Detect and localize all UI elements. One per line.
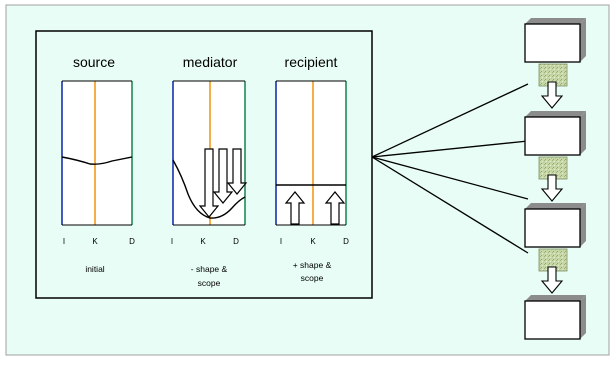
plot-box bbox=[62, 81, 132, 225]
tick-label-d: D bbox=[343, 237, 349, 246]
profile-curve bbox=[172, 159, 246, 219]
chain-box bbox=[524, 203, 586, 248]
tick-label-k: K bbox=[92, 237, 98, 246]
panel-title: source bbox=[73, 54, 115, 70]
caption-line-2: scope bbox=[301, 273, 324, 283]
down-arrow bbox=[198, 148, 220, 218]
process-chain bbox=[524, 18, 586, 340]
caption-line-1: initial bbox=[85, 264, 104, 274]
panels-frame bbox=[35, 30, 373, 299]
chain-box bbox=[524, 18, 586, 63]
caption-line-1: - shape & bbox=[191, 264, 228, 274]
tick-label-d: D bbox=[233, 237, 239, 246]
panel-recipient: recipient I K D + shape & scope bbox=[275, 54, 349, 283]
panel-title: mediator bbox=[183, 54, 238, 70]
up-arrow bbox=[284, 191, 306, 225]
tick-label-i: I bbox=[63, 237, 65, 246]
panel-mediator: mediator I K D - shape & scope bbox=[171, 54, 248, 288]
chain-box bbox=[524, 295, 586, 340]
panel-title: recipient bbox=[285, 54, 338, 70]
down-arrow bbox=[212, 148, 234, 204]
tick-label-d: D bbox=[129, 237, 135, 246]
chain-connector bbox=[538, 63, 568, 109]
down-arrow bbox=[226, 148, 248, 195]
tick-label-i: I bbox=[171, 237, 173, 246]
chain-box bbox=[524, 111, 586, 156]
caption-line-2: scope bbox=[198, 278, 221, 288]
panel-source: source I K D initial bbox=[61, 54, 135, 274]
chain-connector bbox=[538, 156, 568, 202]
fan-out-lines bbox=[371, 83, 529, 254]
up-arrow bbox=[324, 191, 346, 225]
tick-label-i: I bbox=[280, 237, 282, 246]
caption-line-1: + shape & bbox=[293, 260, 332, 270]
tick-label-k: K bbox=[310, 237, 316, 246]
chain-connector bbox=[538, 248, 568, 294]
tick-label-k: K bbox=[200, 237, 206, 246]
profile-curve bbox=[61, 156, 133, 165]
